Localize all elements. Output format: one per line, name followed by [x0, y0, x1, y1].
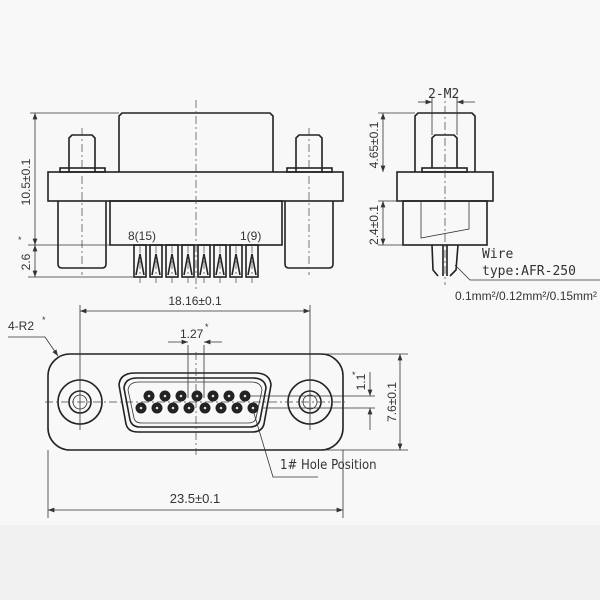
contact-hole: [167, 402, 179, 414]
lower-height-dim: 2.4±0.1: [367, 205, 381, 245]
wire-label: Wire: [482, 247, 513, 262]
contact-pin: [181, 244, 195, 283]
pin-label-left: 8(15): [128, 229, 156, 243]
pitch-dim: 1.27: [180, 327, 204, 341]
bottom-view: 18.16±0.1 1.27 * 4-R2 * 1.1 * 7.6±0.1 1#…: [8, 294, 408, 518]
plate-width-dim: 23.5±0.1: [170, 491, 221, 506]
pin-label-right: 1(9): [240, 229, 261, 243]
contact-hole: [135, 402, 147, 414]
contact-hole: [159, 390, 171, 402]
hole-spacing-dim: 18.16±0.1: [168, 294, 222, 308]
row-gap-dim: 1.1: [354, 373, 368, 390]
contact-hole: [143, 390, 155, 402]
contact-pin: [229, 244, 243, 283]
pin-length-dim: 2.6: [19, 253, 33, 270]
contact-pin: [133, 244, 147, 283]
contact-hole: [151, 402, 163, 414]
wire-type-label: type:AFR-250: [482, 264, 576, 279]
contact-hole: [199, 402, 211, 414]
contact-hole: [247, 402, 259, 414]
bottom-band: [0, 525, 600, 600]
side-view: 2-M2 4.65±0.1 2.4±0.1 Wire type:AFR-250 …: [367, 87, 600, 303]
contact-hole: [207, 390, 219, 402]
contact-hole: [175, 390, 187, 402]
radius-mark: *: [42, 315, 46, 325]
contact-pin: [245, 244, 259, 283]
contact-hole: [215, 402, 227, 414]
hole-position-label: 1# Hole Position: [280, 458, 377, 473]
contact-hole: [191, 390, 203, 402]
contact-pin: [213, 244, 227, 283]
pitch-mark: *: [205, 322, 209, 332]
front-height-dim: 10.5±0.1: [19, 158, 33, 205]
row-gap-mark: *: [352, 370, 356, 380]
contact-hole: [223, 390, 235, 402]
contact-hole: [231, 402, 243, 414]
wire-sizes: 0.1mm²/0.12mm²/0.15mm²: [455, 289, 597, 303]
front-view: 10.5±0.1 2.6 * 8(15) 1(9): [18, 100, 344, 290]
contact-hole: [183, 402, 195, 414]
plate-height-dim: 7.6±0.1: [385, 382, 399, 422]
contact-pin: [165, 244, 179, 283]
contact-pin: [197, 244, 211, 283]
radius-dim: 4-R2: [8, 319, 34, 333]
pin-length-mark: *: [18, 235, 22, 245]
contact-pin: [149, 244, 163, 283]
contact-hole: [239, 390, 251, 402]
upper-height-dim: 4.65±0.1: [367, 121, 381, 168]
thread-dim: 2-M2: [428, 87, 459, 102]
